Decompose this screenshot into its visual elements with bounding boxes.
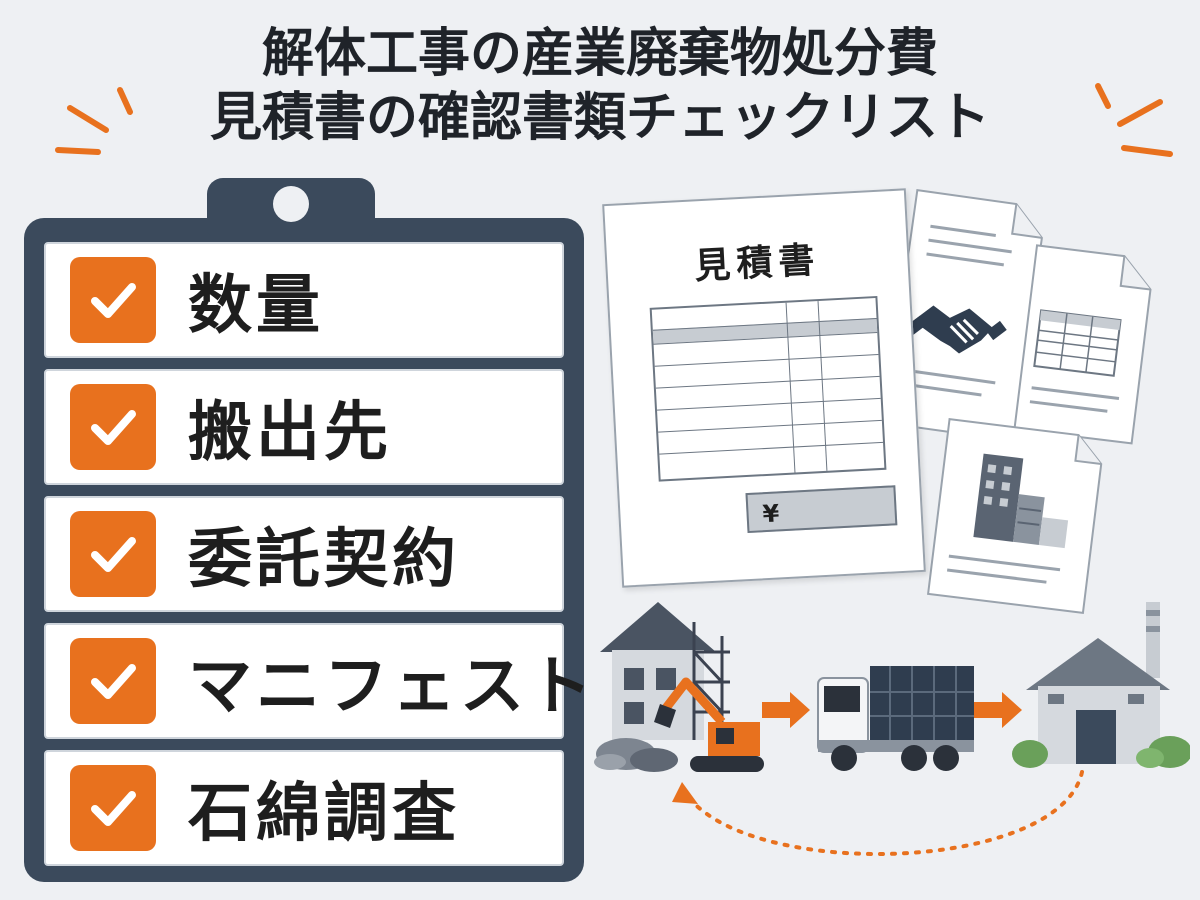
checklist-item-manifest: マニフェスト (44, 623, 592, 739)
burst-right-icon (1095, 83, 1173, 157)
arrow-right-icon (762, 692, 810, 728)
return-flow-arrow (684, 770, 1084, 856)
excavator-icon (654, 677, 764, 772)
checklist-item-asbestos: 石綿調査 (44, 750, 564, 866)
factory-icon (1012, 602, 1190, 768)
check-icon (70, 765, 156, 851)
yen-symbol: ¥ (761, 499, 781, 529)
checklist-item-quantity: 数量 (44, 242, 564, 358)
check-icon (70, 638, 156, 724)
clipboard-clip-hole (273, 186, 309, 222)
check-icon (70, 384, 156, 470)
check-icon (70, 257, 156, 343)
estimate-title: 見積書 (693, 239, 822, 288)
building-icon (973, 453, 1069, 549)
waste-flow-illustration (594, 602, 1190, 856)
demolition-house-icon (594, 602, 730, 772)
return-arrow-head-icon (672, 782, 698, 804)
arrow-right-icon (974, 692, 1022, 728)
check-icon (70, 511, 156, 597)
dump-truck-icon (817, 666, 974, 771)
checklist-item-label: 石綿調査 (188, 777, 460, 851)
total-amount-box: ¥ (745, 485, 898, 534)
page-title: 解体工事の産業廃棄物処分費 見積書の確認書類チェックリスト (0, 22, 1200, 150)
estimate-document: 見積書 ¥ (602, 188, 926, 588)
title-line-1: 解体工事の産業廃棄物処分費 (261, 24, 938, 84)
checklist: 数量 搬出先 委託契約 マニフェスト 石綿調査 (44, 242, 592, 866)
checklist-item-label: マニフェスト (188, 650, 596, 724)
manifest-document (1013, 244, 1152, 445)
contract-document (883, 188, 1043, 443)
handshake-icon (906, 305, 1007, 354)
estimate-table (649, 295, 887, 482)
checklist-item-label: 数量 (188, 269, 324, 343)
title-line-2: 見積書の確認書類チェックリスト (209, 88, 990, 148)
burst-left-icon (55, 87, 133, 155)
checklist-item-destination: 搬出先 (44, 369, 564, 485)
checklist-item-contract: 委託契約 (44, 496, 564, 612)
site-survey-document (926, 418, 1103, 614)
checklist-item-label: 委託契約 (188, 523, 460, 597)
checklist-item-label: 搬出先 (188, 396, 392, 470)
